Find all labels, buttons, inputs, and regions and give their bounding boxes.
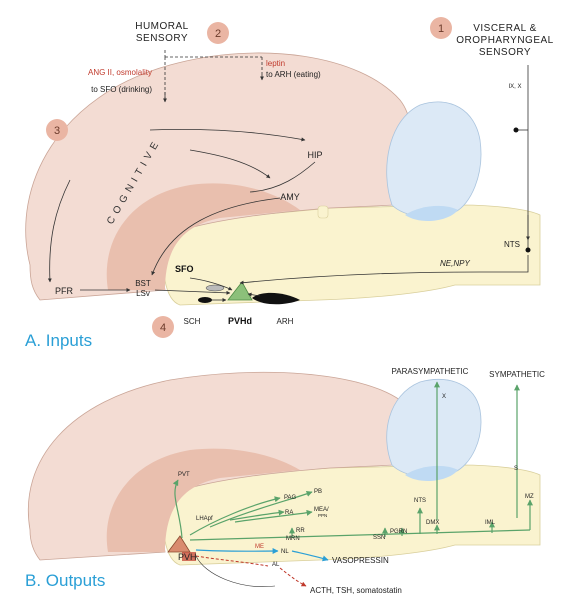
badge-4: 4 xyxy=(152,316,174,338)
panel-b-title: B. Outputs xyxy=(25,571,105,590)
nts-dot xyxy=(525,247,531,253)
main-efferent-line xyxy=(189,529,531,541)
sympathetic-label: SYMPATHETIC xyxy=(489,370,545,379)
visceral-label-2: OROPHARYNGEAL xyxy=(456,35,553,46)
cog-to-pfr-arrow xyxy=(47,179,71,283)
nts-label-a: NTS xyxy=(504,240,520,249)
badge-2: 2 xyxy=(207,22,229,44)
svg-text:2: 2 xyxy=(215,28,221,40)
amy-to-bst-arrow xyxy=(151,197,281,276)
cog-to-hip-arrow xyxy=(149,128,306,142)
sfo-to-pvh-arrow xyxy=(189,277,233,291)
arh-shape xyxy=(252,292,300,305)
amy-label: AMY xyxy=(280,192,300,202)
pvh-to-nl-arrow xyxy=(195,548,279,555)
pituitary-shape xyxy=(182,552,196,561)
x-label: X xyxy=(442,394,446,400)
sfo-label: SFO xyxy=(175,264,194,274)
pag-label: PAG xyxy=(284,495,297,501)
ang-label: ANG II, osmolality xyxy=(88,68,152,77)
ppn-label: PPN xyxy=(318,513,327,518)
to-arh-label: to ARH (eating) xyxy=(266,70,321,79)
mrn-label: MRN xyxy=(286,536,300,542)
pag-arrow xyxy=(189,496,281,536)
pfr-label: PFR xyxy=(55,286,74,296)
sch-shape xyxy=(198,297,212,303)
acth-arrow xyxy=(279,567,307,587)
humoral-label-1: HUMORAL xyxy=(135,21,189,32)
vasopressin-arrow xyxy=(291,550,329,562)
lhapf-label: LHApf xyxy=(196,516,213,522)
pvhd-label: PVHd xyxy=(228,316,252,326)
arh-label: ARH xyxy=(277,317,294,326)
pituitary-outline xyxy=(195,555,276,587)
to-sfo-label: to SFO (drinking) xyxy=(91,85,152,94)
ventricle-notch-a xyxy=(317,205,329,219)
dmx-label: DMX xyxy=(426,520,439,526)
cerebellum-inner-a xyxy=(405,205,458,222)
badge-3: 3 xyxy=(46,119,68,141)
ra-label: RA xyxy=(285,510,293,516)
ssn-label: SSN xyxy=(373,535,385,541)
pvhd-shape xyxy=(227,281,253,301)
panel-a-inputs: 1 2 3 4 HUMORAL SENSORY ANG II, osmolali… xyxy=(25,17,553,350)
arh-to-pvh-arrow xyxy=(247,292,261,297)
cerebellum-b xyxy=(386,379,482,478)
pvh-label: PVH xyxy=(178,552,197,562)
hip-label: HIP xyxy=(307,150,322,160)
s-label: S xyxy=(514,466,518,472)
bst-label: BST xyxy=(135,279,151,288)
svg-text:1: 1 xyxy=(438,23,444,35)
pb-arrow xyxy=(209,491,313,528)
badge-1: 1 xyxy=(430,17,452,39)
acth-label: ACTH, TSH, somatostatin xyxy=(310,586,402,595)
pvt-arrow xyxy=(172,479,183,539)
sch-label: SCH xyxy=(184,317,201,326)
leptin-label: leptin xyxy=(266,59,285,68)
vasopressin-label: VASOPRESSIN xyxy=(332,556,389,565)
me-label: ME xyxy=(255,544,264,550)
ne-npy-label: NE,NPY xyxy=(440,259,470,268)
pvh-to-al-line xyxy=(195,555,269,567)
rr-label: RR xyxy=(296,528,305,534)
humoral-label-2: SENSORY xyxy=(136,33,188,44)
pb-label: PB xyxy=(314,489,322,495)
pvt-label: PVT xyxy=(178,472,190,478)
mz-label: MZ xyxy=(525,494,534,500)
sfo-shape xyxy=(205,284,225,292)
nl-label: NL xyxy=(281,549,289,555)
lsv-label: LSv xyxy=(136,289,150,298)
al-label: AL xyxy=(272,562,280,568)
bst-to-pvh-arrow xyxy=(154,289,231,295)
cerebrum-deep-a xyxy=(106,183,300,290)
nts-label-b: NTS xyxy=(414,498,426,504)
iml-label: IML xyxy=(485,520,496,526)
pgrn-label: PGRN xyxy=(390,529,407,535)
panel-b-outputs: PARASYMPATHETIC SYMPATHETIC X S PVT PAG … xyxy=(25,367,545,595)
ne-npy-path xyxy=(239,255,529,285)
hip-to-amy-arrow xyxy=(249,161,316,193)
svg-text:3: 3 xyxy=(54,125,60,137)
visceral-label-3: SENSORY xyxy=(479,47,531,58)
parasympathetic-label: PARASYMPATHETIC xyxy=(392,367,469,376)
cerebrum-deep-b xyxy=(106,448,300,552)
vagal-dot xyxy=(513,127,519,133)
ra-arrow xyxy=(229,509,285,521)
cog-to-amy-arrow xyxy=(189,149,271,179)
cerebellum-inner-b xyxy=(405,465,458,482)
svg-text:4: 4 xyxy=(160,322,166,334)
ix-x-label: IX, X xyxy=(508,84,521,90)
mea-label: MEA/ xyxy=(314,507,329,513)
pvh-shape xyxy=(167,535,191,553)
panel-a-title: A. Inputs xyxy=(25,331,92,350)
mea-arrow xyxy=(234,509,313,523)
visceral-label-1: VISCERAL & xyxy=(473,23,537,34)
